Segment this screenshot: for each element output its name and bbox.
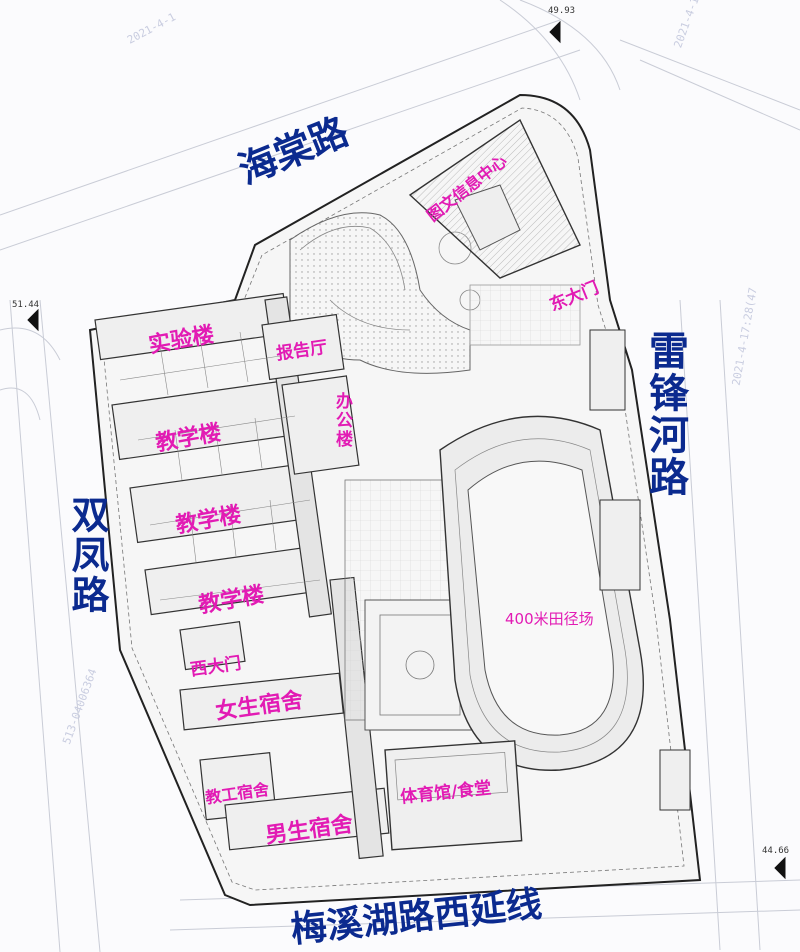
library-building: [408, 118, 581, 279]
elevation-label: 44.66: [762, 846, 790, 856]
road-label-west: 双凤路: [65, 495, 109, 615]
road-label-east: 雷锋河路: [642, 330, 688, 498]
label-office: 办公楼: [332, 392, 352, 449]
gym-canteen-building: [384, 740, 523, 851]
running-track: [439, 415, 644, 771]
elevation-label: 49.93: [548, 6, 576, 16]
sports-fields: [344, 479, 476, 731]
label-track: 400米田径场: [505, 610, 594, 628]
elevation-label: 51.44: [12, 300, 40, 310]
east-gate-structures: [589, 329, 691, 811]
room-partitions: [119, 331, 321, 601]
elevation-markers: [27, 20, 786, 880]
east-plaza: [469, 284, 581, 346]
